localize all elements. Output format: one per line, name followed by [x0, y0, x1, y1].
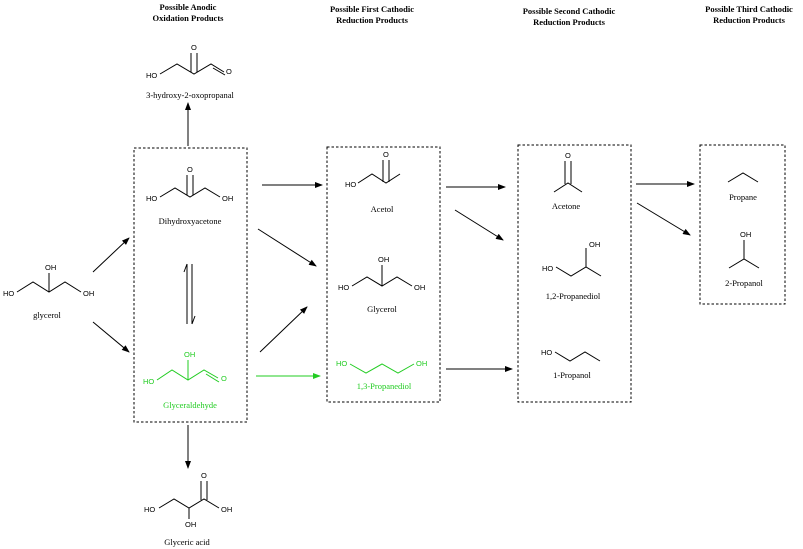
header-third-cathodic: Possible Third Cathodic Reduction Produc… [705, 4, 793, 25]
oxopropanal-molecule: O HO O 3-hydroxy-2-oxopropanal [146, 43, 235, 100]
arrow-glycerol-to-glyceraldehyde [92, 321, 130, 353]
oxopropanal-label: 3-hydroxy-2-oxopropanal [146, 90, 234, 100]
glycerol-start-molecule: OH HO OH glycerol [3, 263, 94, 320]
atom-o: O [226, 67, 232, 76]
atom-oh: OH [185, 520, 196, 529]
atom-oh: OH [378, 255, 389, 264]
dihydroxyacetone-label: Dihydroxyacetone [159, 216, 222, 226]
anodic-products-box [133, 147, 248, 423]
second-reduction-box [517, 144, 632, 403]
glyceraldehyde-label: Glyceraldehyde [163, 400, 217, 410]
header-second-line1: Possible Second Cathodic [523, 6, 616, 16]
equilibrium-arrows [183, 263, 196, 325]
header-first-line2: Reduction Products [336, 15, 409, 25]
atom-oh: OH [740, 230, 751, 239]
atom-ho: HO [143, 377, 154, 386]
propane-label: Propane [729, 192, 757, 202]
glyceraldehyde-molecule: OH HO O Glyceraldehyde [143, 350, 227, 410]
header-anodic: Possible Anodic Oxidation Products [153, 2, 225, 23]
propanediol-12-label: 1,2-Propanediol [546, 291, 601, 301]
propanol-1-label: 1-Propanol [553, 370, 591, 380]
reaction-arrows [92, 102, 695, 469]
header-anodic-line1: Possible Anodic [160, 2, 217, 12]
atom-o: O [565, 151, 571, 160]
propanol-2-molecule: OH 2-Propanol [725, 230, 763, 288]
atom-o: O [383, 150, 389, 159]
header-first-cathodic: Possible First Cathodic Reduction Produc… [330, 4, 414, 25]
propanediol-12-molecule: OH HO 1,2-Propanediol [542, 240, 602, 301]
header-third-line1: Possible Third Cathodic [705, 4, 793, 14]
acetone-molecule: O Acetone [552, 151, 583, 211]
atom-ho: HO [3, 289, 14, 298]
atom-oh: OH [416, 359, 427, 368]
acetol-molecule: O HO Acetol [345, 150, 401, 214]
atom-o: O [201, 471, 207, 480]
propane-molecule: Propane [727, 172, 759, 202]
atom-ho: HO [542, 264, 553, 273]
atom-ho: HO [336, 359, 347, 368]
propanol-1-molecule: HO 1-Propanol [541, 348, 601, 380]
glyceric-acid-molecule: O HO OH OH Glyceric acid [144, 471, 232, 547]
glycerol-label: Glycerol [367, 304, 397, 314]
propanediol-13-label: 1,3-Propanediol [357, 381, 412, 391]
glycerol-molecule: OH HO OH Glycerol [338, 255, 425, 314]
arrow-acetol-to-propanediol-12 [454, 209, 504, 241]
atom-ho: HO [345, 180, 356, 189]
atom-ho: HO [146, 71, 157, 80]
atom-ho: HO [541, 348, 552, 357]
arrow-dha-to-glycerol [257, 228, 317, 267]
third-reduction-box [699, 144, 786, 305]
glycerol-start-label: glycerol [33, 310, 61, 320]
atom-oh: OH [83, 289, 94, 298]
dihydroxyacetone-molecule: O HO OH Dihydroxyacetone [146, 165, 233, 226]
arrow-glycerol-to-dha [92, 237, 130, 273]
atom-oh: OH [184, 350, 195, 359]
acetol-label: Acetol [371, 204, 394, 214]
glyceric-acid-label: Glyceric acid [164, 537, 210, 547]
atom-oh: OH [222, 194, 233, 203]
header-second-line2: Reduction Products [533, 17, 606, 27]
atom-ho: HO [338, 283, 349, 292]
propanol-2-label: 2-Propanol [725, 278, 763, 288]
header-third-line2: Reduction Products [713, 15, 786, 25]
atom-o: O [191, 43, 197, 52]
atom-oh: OH [221, 505, 232, 514]
acetone-label: Acetone [552, 201, 581, 211]
arrow-glyceraldehyde-to-glycerol [259, 306, 308, 353]
atom-oh: OH [45, 263, 56, 272]
atom-ho: HO [146, 194, 157, 203]
atom-oh: OH [589, 240, 600, 249]
first-reduction-box [326, 146, 441, 403]
header-first-line1: Possible First Cathodic [330, 4, 414, 14]
atom-o: O [187, 165, 193, 174]
propanediol-13-molecule: HO OH 1,3-Propanediol [336, 359, 427, 391]
header-second-cathodic: Possible Second Cathodic Reduction Produ… [523, 6, 616, 27]
header-anodic-line2: Oxidation Products [153, 13, 225, 23]
atom-o: O [221, 374, 227, 383]
atom-oh: OH [414, 283, 425, 292]
arrow-acetone-to-propanol-2 [636, 202, 691, 236]
atom-ho: HO [144, 505, 155, 514]
